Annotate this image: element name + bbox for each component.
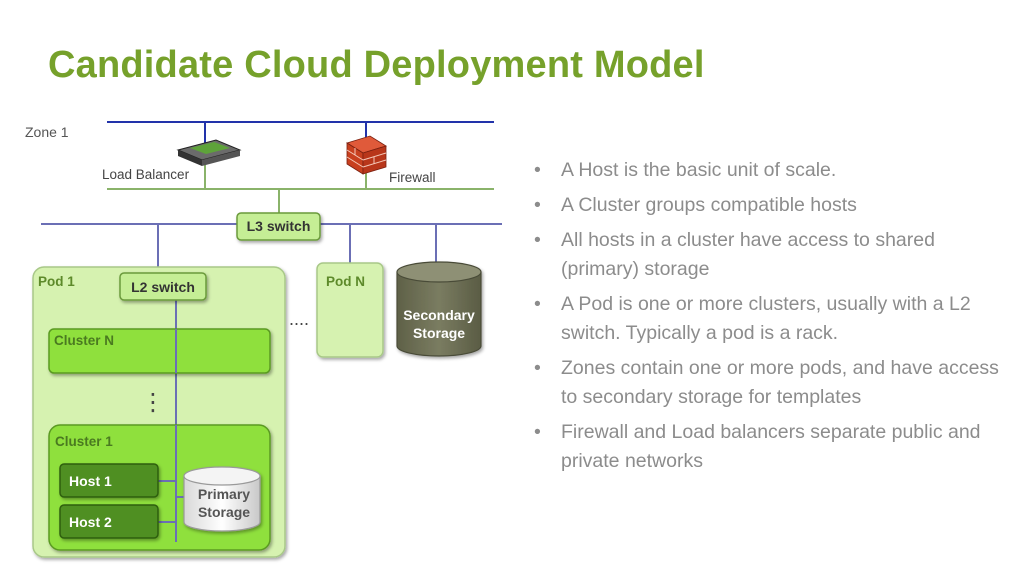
load-balancer-icon — [176, 139, 242, 166]
cluster-n-label: Cluster N — [54, 333, 114, 348]
pod-n-label: Pod N — [326, 274, 365, 289]
cluster-n: Cluster N — [48, 328, 271, 374]
page-title: Candidate Cloud Deployment Model — [48, 44, 705, 86]
zone-label: Zone 1 — [25, 124, 69, 140]
bullet-item: A Host is the basic unit of scale. — [534, 156, 1004, 185]
secondary-storage: Secondary Storage — [396, 261, 482, 357]
secondary-storage-label-line1: Secondary — [403, 307, 475, 323]
bullet-item: All hosts in a cluster have access to sh… — [534, 226, 1004, 284]
primary-storage-label-line1: Primary — [198, 486, 250, 502]
clusters-ellipsis: ⋮ — [141, 389, 165, 416]
bullet-item: A Pod is one or more clusters, usually w… — [534, 290, 1004, 348]
host-2-label: Host 2 — [69, 514, 112, 530]
secondary-storage-label-line2: Storage — [413, 325, 465, 341]
host-1: Host 1 — [59, 463, 159, 498]
l3-switch: L3 switch — [236, 212, 321, 241]
l2-switch-label: L2 switch — [131, 279, 195, 295]
primary-storage: Primary Storage — [183, 466, 261, 532]
host-2: Host 2 — [59, 504, 159, 539]
bullet-list: A Host is the basic unit of scale. A Clu… — [534, 156, 1004, 482]
firewall-icon — [346, 135, 387, 175]
pods-ellipsis: .... — [289, 309, 309, 329]
bullet-item: Firewall and Load balancers separate pub… — [534, 418, 1004, 476]
l3-switch-label: L3 switch — [247, 218, 311, 234]
l2-switch: L2 switch — [119, 272, 207, 301]
deployment-diagram: Zone 1 Load Balancer Firewall L3 switch — [25, 121, 502, 558]
cluster-1-label: Cluster 1 — [55, 434, 113, 449]
bullet-item: A Cluster groups compatible hosts — [534, 191, 1004, 220]
pod-n: Pod N — [316, 262, 384, 358]
firewall-label: Firewall — [389, 170, 436, 185]
primary-storage-label-line2: Storage — [198, 504, 250, 520]
bullet-item: Zones contain one or more pods, and have… — [534, 354, 1004, 412]
load-balancer-label: Load Balancer — [102, 167, 190, 182]
pod-1-label: Pod 1 — [38, 274, 75, 289]
host-1-label: Host 1 — [69, 473, 112, 489]
